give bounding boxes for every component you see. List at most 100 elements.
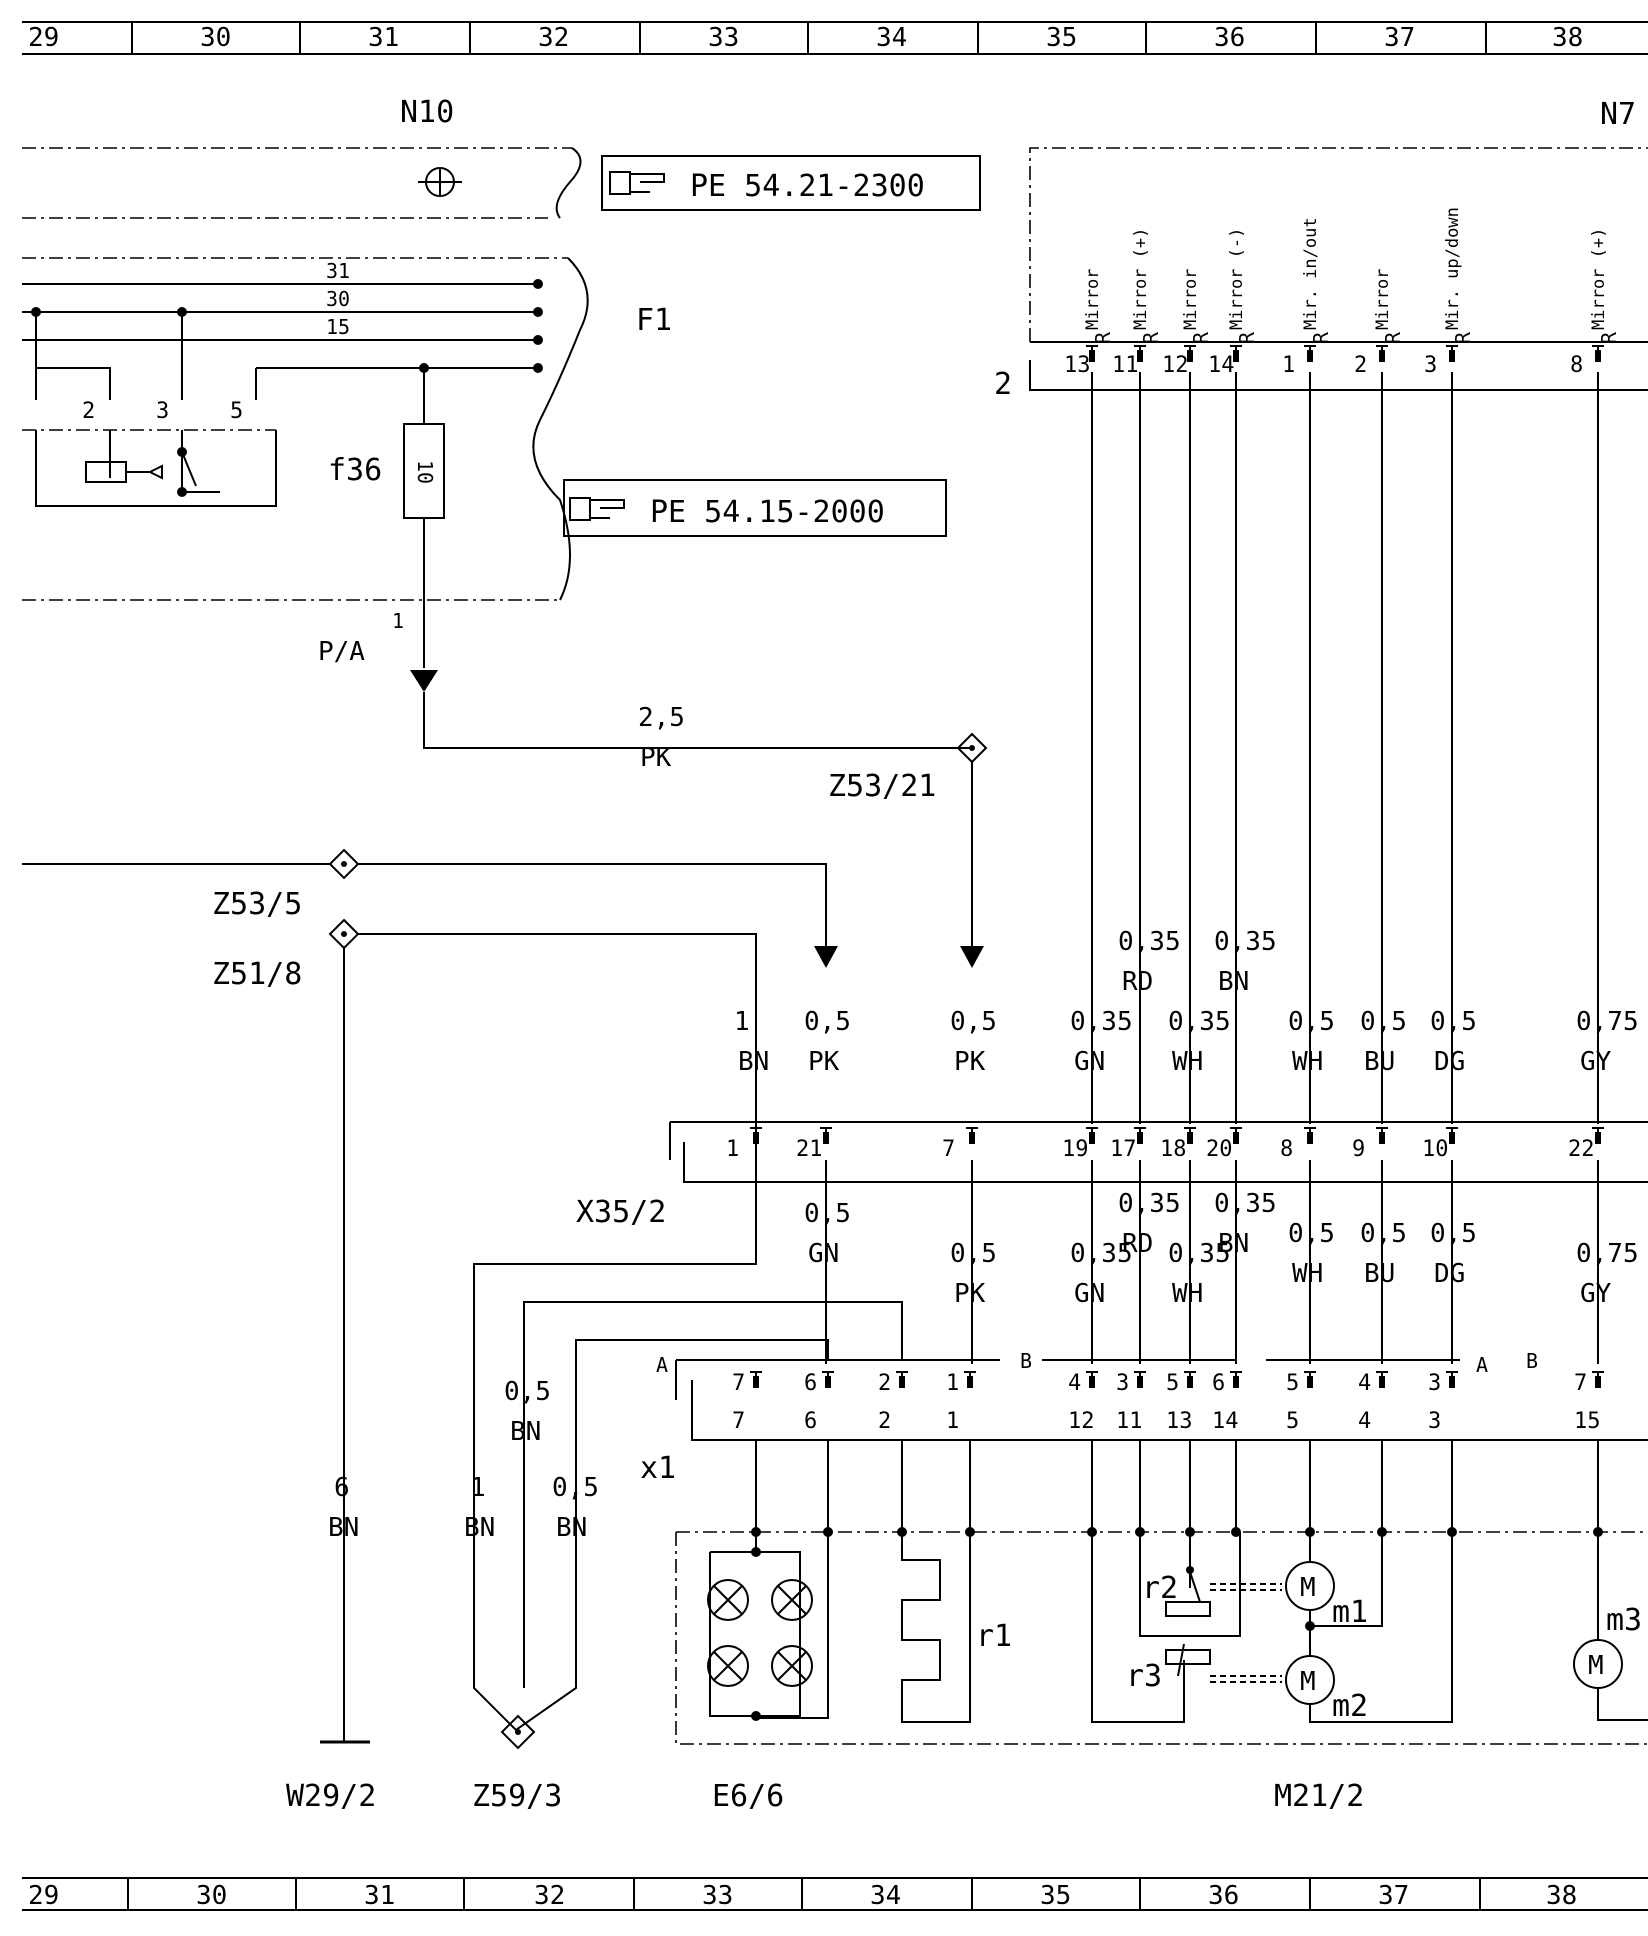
pin-contact [969, 1132, 975, 1144]
fuse-f36-icon [403, 423, 445, 519]
upper-wire-size: 0,5 [1430, 1007, 1477, 1037]
n7-connector-2: 2 [994, 367, 1012, 402]
lower-wire-color: GN [808, 1239, 839, 1269]
x1-side-b-left: B [1020, 1349, 1032, 1373]
n7-pin-number: 2 [1354, 353, 1367, 378]
n7-pin-r: R [1451, 331, 1475, 344]
upper-wire-color: WH [1292, 1047, 1323, 1077]
potentiometer-r2-icon [1165, 1601, 1211, 1617]
ref-pe-54-15[interactable]: PE 54.15-2000 [650, 495, 885, 530]
lower-wire-size: 0,35 [1070, 1239, 1133, 1269]
e6-6-label: E6/6 [712, 1779, 784, 1814]
col-top-33: 33 [708, 23, 739, 53]
col-top-35: 35 [1046, 23, 1077, 53]
lower-wire-color: DG [1434, 1259, 1465, 1289]
x1-pin-bottom: 14 [1212, 1409, 1239, 1434]
lower-wire-color: GN [1074, 1279, 1105, 1309]
upper-wire-size: 0,5 [950, 1007, 997, 1037]
r2-label: r2 [1142, 1571, 1178, 1606]
x1-pin-top: 7 [1574, 1371, 1587, 1396]
hand-pointer-icon [609, 171, 665, 195]
n7-pin-label: Mirror [1181, 269, 1201, 330]
x35-pin-number: 18 [1160, 1137, 1187, 1162]
n7-pin-number: 1 [1282, 353, 1295, 378]
pin-contact [1307, 1132, 1313, 1144]
lower-wire-color: GY [1580, 1279, 1612, 1309]
x1-pin-bottom: 12 [1068, 1409, 1095, 1434]
n7-pin-r: R [1189, 331, 1213, 344]
n7-pin-label: Mirror (+) [1589, 228, 1609, 330]
lower-wire-color: BU [1364, 1259, 1395, 1289]
pin-contact [967, 1376, 973, 1388]
n7-pin-number: 12 [1162, 353, 1189, 378]
lower-wire-size: 0,35 [1214, 1189, 1277, 1219]
x1-pin-top: 4 [1358, 1371, 1371, 1396]
x1-pin-bottom: 1 [946, 1409, 959, 1434]
x1-pin-top: 6 [804, 1371, 817, 1396]
x35-pin-number: 10 [1422, 1137, 1449, 1162]
pin-contact [1595, 1376, 1601, 1388]
pin-contact [1187, 1132, 1193, 1144]
ref-pe-54-21[interactable]: PE 54.21-2300 [690, 169, 925, 204]
col-top-30: 30 [200, 23, 231, 53]
x1-pin-bottom: 15 [1574, 1409, 1601, 1434]
lamp-icon [771, 1579, 813, 1621]
x35-pin-number: 8 [1280, 1137, 1293, 1162]
pin-contact [1449, 1376, 1455, 1388]
x1-side-b-right: B [1526, 1349, 1538, 1373]
relay-pin-5: 5 [230, 399, 243, 424]
relay-pin-3: 3 [156, 399, 169, 424]
motor-m3-icon: M [1573, 1639, 1623, 1689]
gw-05b-color: BN [556, 1513, 587, 1543]
x1-pin-top: 2 [878, 1371, 891, 1396]
x1-pin-top: 1 [946, 1371, 959, 1396]
pin-contact [1089, 1132, 1095, 1144]
hand-pointer-icon [569, 497, 625, 521]
pin-contact [825, 1376, 831, 1388]
n7-pin-label: Mir. up/down [1443, 207, 1463, 330]
x1-pin-bottom: 3 [1428, 1409, 1441, 1434]
lamp-icon [771, 1645, 813, 1687]
col-top-34: 34 [876, 23, 907, 53]
lower-wire-size: 0,5 [804, 1199, 851, 1229]
x1-side-a-left: A [656, 1353, 668, 1377]
n7-pin-r: R [1091, 331, 1115, 344]
x1-label: x1 [640, 1451, 676, 1486]
splice-z53-21: Z53/21 [828, 732, 988, 968]
pin-contact [1187, 350, 1193, 362]
pin-contact [1233, 350, 1239, 362]
z53-5-label: Z53/5 [212, 887, 302, 922]
x1-pin-top: 5 [1286, 1371, 1299, 1396]
x1-pin-bottom: 5 [1286, 1409, 1299, 1434]
x1-pin-top: 3 [1428, 1371, 1441, 1396]
upper-wire-color: GN [1074, 1047, 1105, 1077]
col-bottom-31: 31 [364, 1881, 395, 1911]
n10-module: N10 PE 54.21-2300 F1 31 30 15 [22, 95, 981, 749]
upper-wire-size: 0,35 [1070, 1007, 1133, 1037]
x35-pin-number: 17 [1110, 1137, 1137, 1162]
x35-pin-number: 20 [1206, 1137, 1233, 1162]
x1-pin-bottom: 11 [1116, 1409, 1143, 1434]
n7-pin-number: 3 [1424, 353, 1437, 378]
heater-r1-icon [901, 1532, 971, 1723]
lower-wire-size: 0,35 [1168, 1239, 1231, 1269]
col-bottom-34: 34 [870, 1881, 901, 1911]
col-top-36: 36 [1214, 23, 1245, 53]
m21-2-label: M21/2 [1274, 1779, 1364, 1814]
m2-label: m2 [1332, 1689, 1368, 1724]
x35-pin-number: 19 [1062, 1137, 1089, 1162]
col-bottom-32: 32 [534, 1881, 565, 1911]
e6-6-block: r1 E6/6 [675, 1440, 1648, 1814]
potentiometer-r3-icon [1165, 1649, 1211, 1665]
col-top-31: 31 [368, 23, 399, 53]
f36-label: f36 [328, 453, 382, 488]
col-bottom-30: 30 [196, 1881, 227, 1911]
n7-pin-label: Mirror (+) [1131, 228, 1151, 330]
pin-contact [1595, 350, 1601, 362]
lower-wire-size: 0,5 [1288, 1219, 1335, 1249]
bus-label-15: 15 [326, 315, 350, 339]
pin-contact [1137, 350, 1143, 362]
n7-pin-r: R [1309, 331, 1333, 344]
relay-pin-2: 2 [82, 399, 95, 424]
upper-wire-size: 0,35 [1118, 927, 1181, 957]
